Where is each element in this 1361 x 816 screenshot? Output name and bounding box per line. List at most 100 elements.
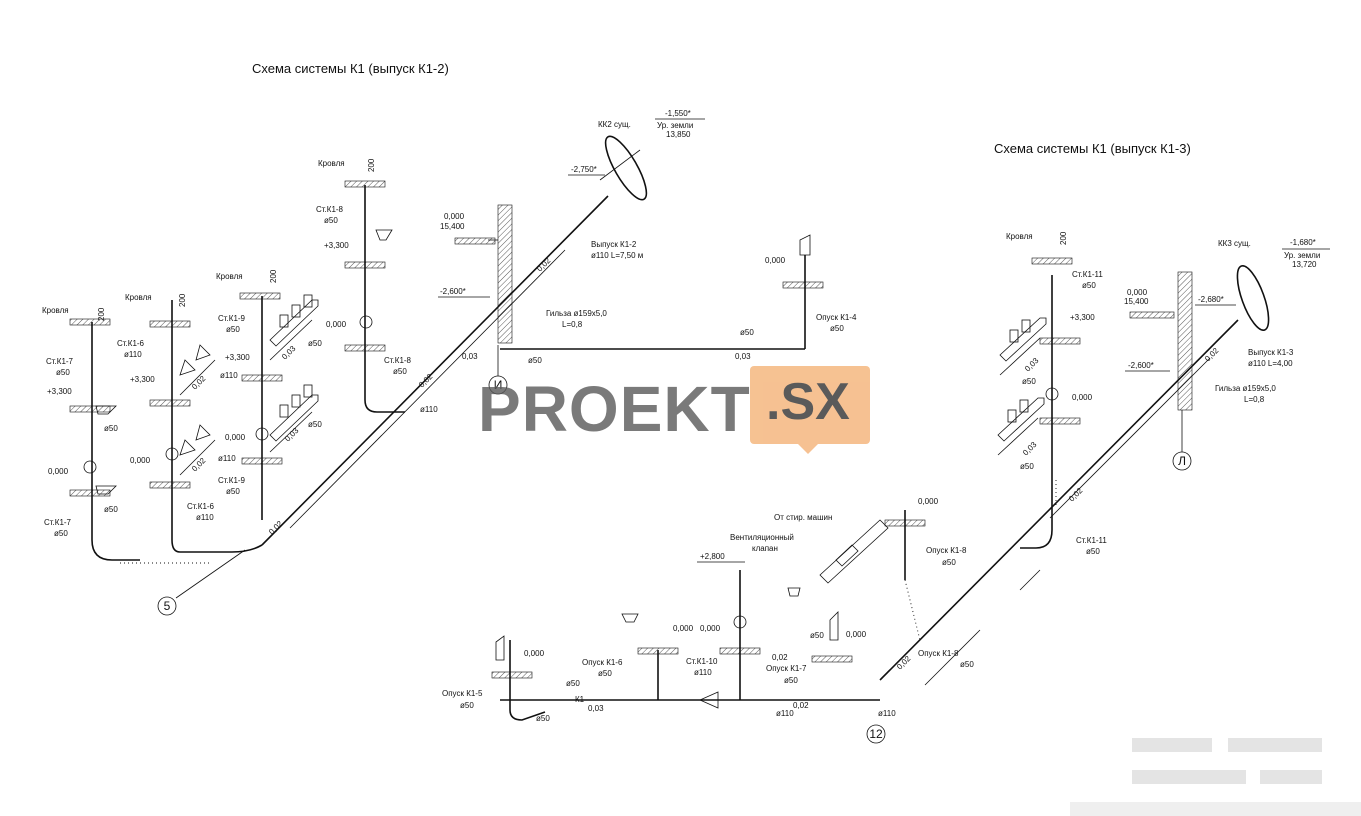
axis-marker-l-label: Л — [1178, 454, 1186, 468]
dim-200-st6: 200 — [178, 293, 187, 307]
label-d50-opusk8-b: ø50 — [960, 660, 974, 669]
slope-002-r-a: 0,02 — [1203, 346, 1221, 364]
manhole-kk2 — [599, 135, 648, 201]
label-vent-klapan-1: Вентиляционный — [730, 533, 794, 542]
label-gilza-len-b: L=0,8 — [1244, 395, 1265, 404]
label-d50-opusk6: ø50 — [598, 669, 612, 678]
label-p3300-st6: +3,300 — [130, 375, 155, 384]
label-d50-opusk5: ø50 — [460, 701, 474, 710]
label-st-k1-9-top: Ст.К1-9 — [218, 314, 246, 323]
label-krovlya-st7: Кровля — [42, 306, 69, 315]
label-krovlya-st6: Кровля — [125, 293, 152, 302]
label-gilza-a: Гильза ø159х5,0 — [546, 309, 607, 318]
label-st-k1-8-top: Ст.К1-8 — [316, 205, 344, 214]
label-d50-st8-bottom: ø50 — [393, 367, 407, 376]
watermark: PROEKT .SX — [478, 362, 874, 454]
label-0000-r: 0,000 — [1127, 288, 1148, 297]
label-d110-k1-b: ø110 — [878, 709, 896, 718]
outlet-k1-3-pipe — [500, 275, 1239, 721]
label-st-k1-7-bottom: Ст.К1-7 — [44, 518, 72, 527]
label-m2680: -2,680* — [1198, 295, 1224, 304]
label-d50-st7-b: ø50 — [104, 505, 118, 514]
label-krovlya-st8: Кровля — [318, 159, 345, 168]
label-ot-stir: От стир. машин — [774, 513, 832, 522]
slope-003-st9-b: 0,03 — [283, 426, 301, 444]
label-st-k1-7-top: Ст.К1-7 — [46, 357, 74, 366]
label-d50-st11-top: ø50 — [1082, 281, 1096, 290]
slope-003-st11-b: 0,03 — [1021, 440, 1039, 458]
scheme-title-k1-2: Схема системы К1 (выпуск К1-2) — [252, 61, 449, 76]
label-p3300-st11: +3,300 — [1070, 313, 1095, 322]
label-d50-opusk7: ø50 — [784, 676, 798, 685]
label-m1550: -1,550* — [665, 109, 691, 118]
foundation-wall-right — [1177, 271, 1193, 411]
slope-002-a: 0,02 — [535, 256, 553, 274]
label-m1680: -1,680* — [1290, 238, 1316, 247]
axis-marker-12-label: 12 — [869, 727, 883, 741]
axis-marker-12 — [866, 724, 886, 744]
label-d50-st9-b: ø50 — [308, 420, 322, 429]
label-st-k1-11-top: Ст.К1-11 — [1072, 270, 1103, 279]
label-d50-k1-b: ø50 — [536, 714, 550, 723]
label-p2800: +2,800 — [700, 552, 725, 561]
label-opusk-k1-7: Опуск К1-7 — [766, 664, 807, 673]
label-opusk-k1-8-a: Опуск К1-8 — [926, 546, 967, 555]
label-d50-st7-bottom: ø50 — [54, 529, 68, 538]
axis-marker-i — [488, 375, 508, 395]
label-d50-st11-bottom: ø50 — [1086, 547, 1100, 556]
slope-003-st11-a: 0,03 — [1023, 356, 1041, 374]
dim-200-st8: 200 — [367, 158, 376, 172]
label-d110-a: ø110 — [420, 405, 438, 414]
label-krovlya-st9: Кровля — [216, 272, 243, 281]
label-m2600-a: -2,600* — [440, 287, 466, 296]
label-d50-st8-top: ø50 — [324, 216, 338, 225]
label-0000-st7: 0,000 — [48, 467, 69, 476]
label-d50-k1-a: ø50 — [566, 679, 580, 688]
slope-003-b: 0,03 — [735, 352, 751, 361]
label-0000-opusk5: 0,000 — [524, 649, 545, 658]
label-kk3: КК3 сущ. — [1218, 239, 1251, 248]
label-d50-vent: ø50 — [810, 631, 824, 640]
slope-002-c: 0,02 — [267, 519, 285, 537]
label-opusk-k1-6: Опуск К1-6 — [582, 658, 623, 667]
dim-200-st11: 200 — [1059, 231, 1068, 245]
axis-marker-5 — [157, 596, 177, 616]
label-0000-st11: 0,000 — [1072, 393, 1093, 402]
label-st-k1-11-bottom: Ст.К1-11 — [1076, 536, 1107, 545]
label-st-k1-9-bottom: Ст.К1-9 — [218, 476, 246, 485]
label-ur-zemli: Ур. земли — [657, 121, 693, 130]
label-d50-horiz: ø50 — [528, 356, 542, 365]
label-d110-st6-a: ø110 — [220, 371, 238, 380]
label-0000-opusk6: 0,000 — [673, 624, 694, 633]
manhole-kk3 — [1236, 265, 1270, 331]
label-kk2: КК2 сущ. — [598, 120, 631, 129]
label-m2600-b: -2,600* — [1128, 361, 1154, 370]
foundation-wall — [497, 204, 513, 344]
label-0000-opusk4: 0,000 — [765, 256, 786, 265]
fixtures-st11-lower — [997, 397, 1045, 456]
label-slope-002-vent: 0,02 — [772, 653, 788, 662]
label-slope-002-k1: 0,02 — [793, 701, 809, 710]
dim-200-st9: 200 — [269, 269, 278, 283]
label-d50-st9-a: ø50 — [308, 339, 322, 348]
axis-marker-l — [1172, 451, 1192, 471]
label-vypusk-k1-2-spec: ø110 L=7,50 м — [591, 251, 643, 260]
label-d50-opusk4: ø50 — [830, 324, 844, 333]
label-st-k1-10: Ст.К1-10 — [686, 657, 718, 666]
label-opusk-k1-8-b: Опуск К1-8 — [918, 649, 959, 658]
dim-200-st7: 200 — [97, 307, 106, 321]
label-13850: 13,850 — [666, 130, 691, 139]
label-d50-opusk8-a: ø50 — [942, 558, 956, 567]
label-vent-klapan-2: клапан — [752, 544, 778, 553]
label-d110-st6-bottom: ø110 — [196, 513, 214, 522]
label-p3300-st7: +3,300 — [47, 387, 72, 396]
label-15400-r: 15,400 — [1124, 297, 1149, 306]
label-d110-st6-b: ø110 — [218, 454, 236, 463]
label-d50-st11-a: ø50 — [1022, 377, 1036, 386]
slope-002-st6-b: 0,02 — [190, 456, 208, 474]
label-0000-a: 0,000 — [444, 212, 465, 221]
watermark-text-right: .SX — [766, 373, 850, 431]
scheme-title-k1-3: Схема системы К1 (выпуск К1-3) — [994, 141, 1191, 156]
label-st-k1-8-bottom: Ст.К1-8 — [384, 356, 412, 365]
label-0000-st6: 0,000 — [130, 456, 151, 465]
